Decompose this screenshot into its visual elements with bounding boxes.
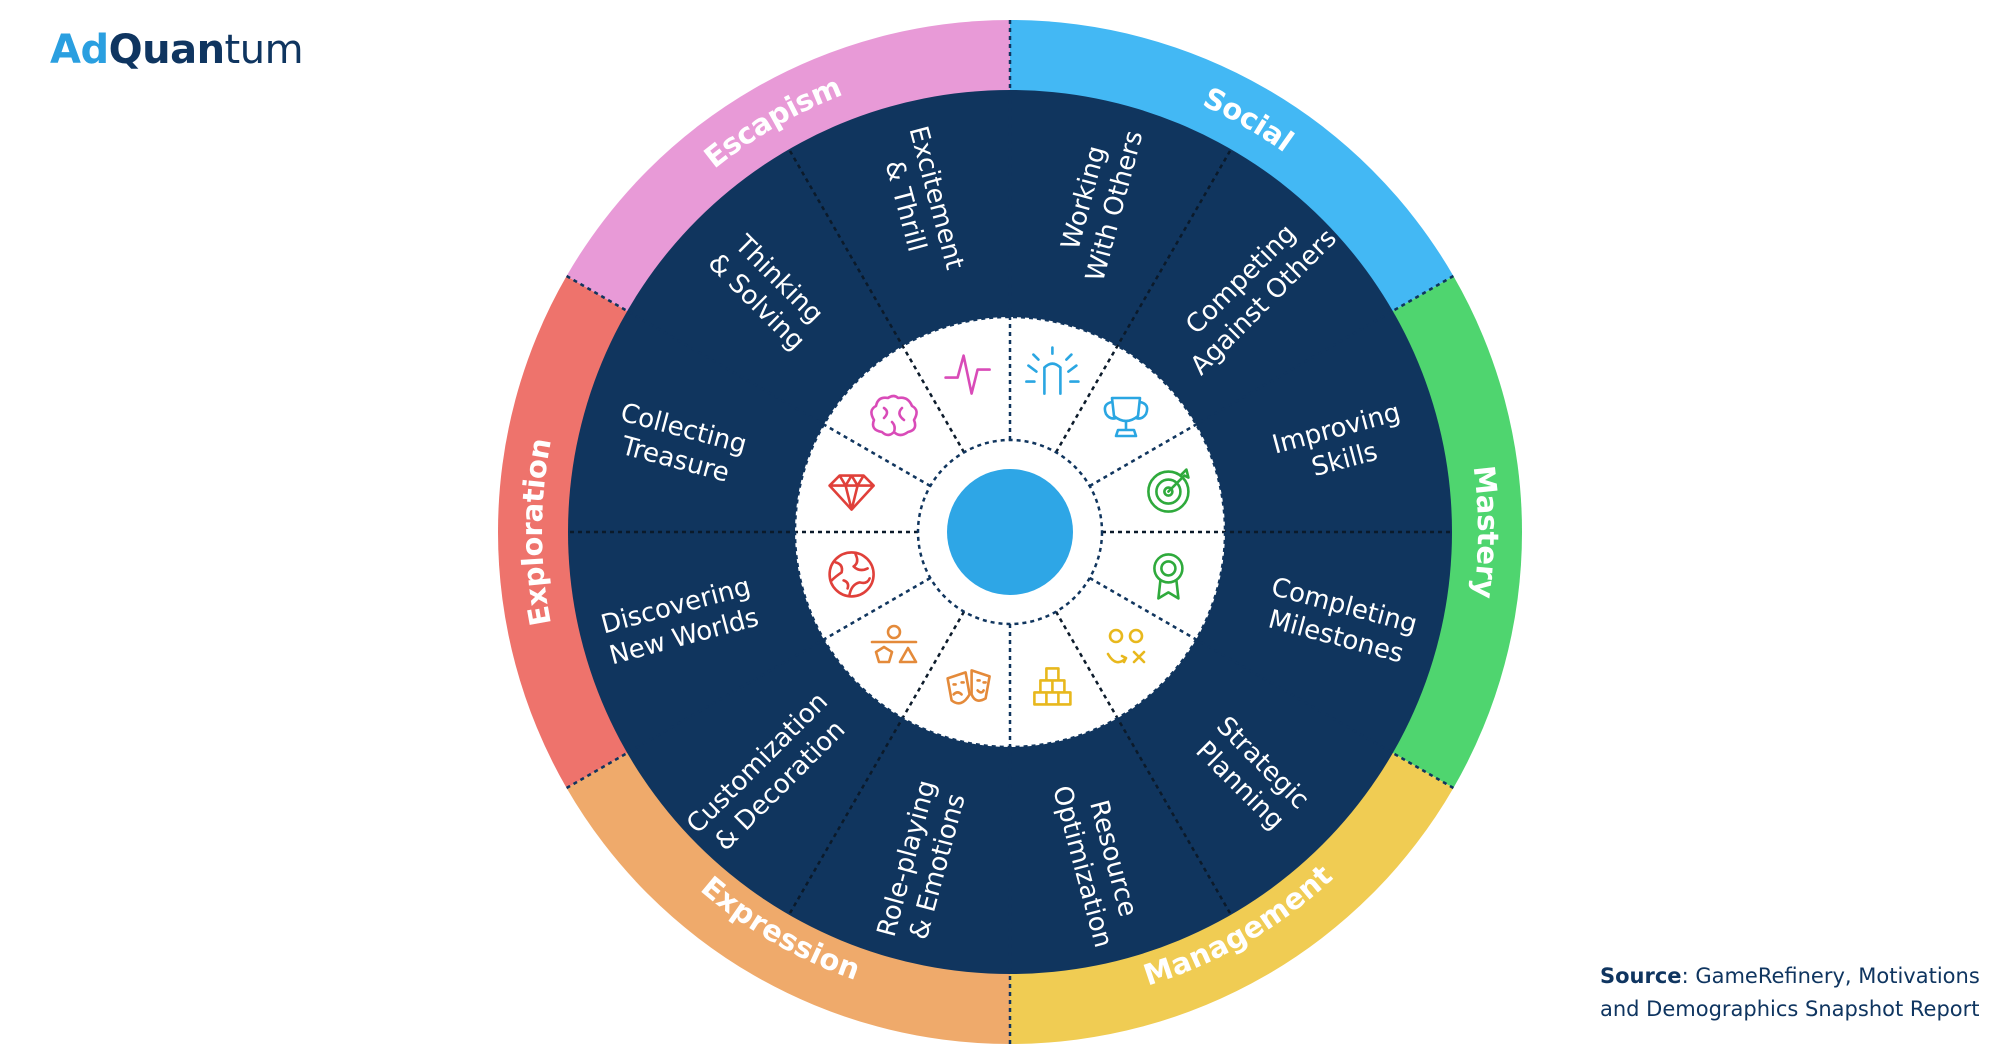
segment-divider xyxy=(1054,148,1233,453)
outer-dashed-ring xyxy=(916,438,1104,626)
segment-divider xyxy=(787,148,966,453)
strategy-icon xyxy=(1106,628,1146,664)
category-label-mastery: Mastery xyxy=(1467,464,1505,601)
center-circle xyxy=(947,469,1073,595)
segment-divider xyxy=(565,274,931,488)
segment-divider xyxy=(1089,274,1455,488)
pulse-icon xyxy=(944,354,991,395)
segment-divider xyxy=(1089,576,1455,790)
target-icon xyxy=(1147,468,1190,513)
segment-icons xyxy=(828,346,1190,706)
globe-icon xyxy=(828,551,875,598)
motivation-wheel: SocialMasteryManagementExpressionExplora… xyxy=(497,20,1523,1044)
team-icon xyxy=(1025,346,1080,395)
segment-divider xyxy=(1054,611,1233,916)
segment-label-medal: CompletingMilestones xyxy=(1260,572,1420,671)
blocks-icon xyxy=(1033,667,1072,706)
source-note: Source: GameRefinery, Motivations and De… xyxy=(1600,960,1980,1025)
shapes-icon xyxy=(870,624,918,664)
masks-icon xyxy=(946,669,991,705)
source-text: : GameRefinery, Motivations xyxy=(1681,964,1980,988)
segment-divider xyxy=(565,576,931,790)
source-label: Source xyxy=(1600,964,1682,988)
diamond-icon xyxy=(828,474,875,511)
segment-divider xyxy=(787,611,966,916)
segment-dividers xyxy=(565,20,1455,1044)
medal-icon xyxy=(1153,553,1184,600)
inner-dashed-ring xyxy=(793,315,1227,749)
trophy-icon xyxy=(1103,396,1149,438)
adquantum-logo: AdQuantum xyxy=(50,27,304,73)
brain-icon xyxy=(870,394,918,437)
source-text-2: and Demographics Snapshot Report xyxy=(1600,996,1980,1021)
